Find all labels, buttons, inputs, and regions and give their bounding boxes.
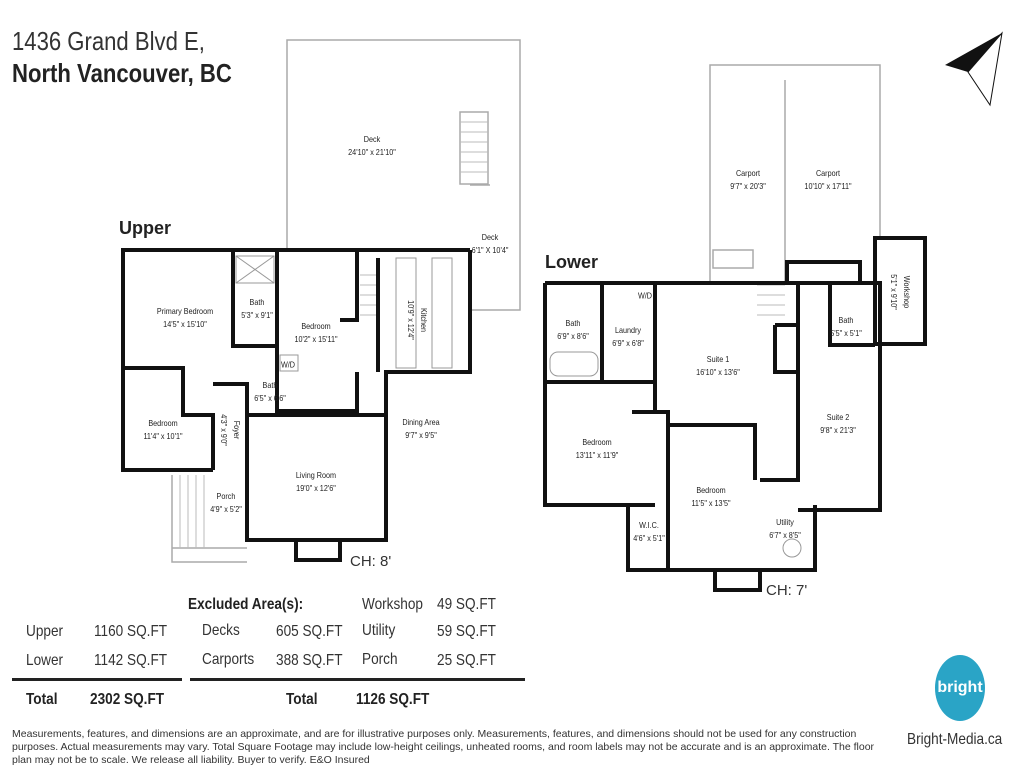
area-label: Utility bbox=[362, 622, 396, 639]
room-label: W/D bbox=[280, 359, 296, 370]
total-value: 1126 SQ.FT bbox=[356, 691, 430, 708]
upper-ceiling-height: CH: 8' bbox=[350, 553, 392, 570]
area-label: Carports bbox=[202, 651, 255, 668]
upper-floor-label: Upper bbox=[119, 218, 172, 238]
area-label: Lower bbox=[26, 652, 64, 669]
excluded-heading: Excluded Area(s): bbox=[188, 596, 304, 613]
area-value: 49 SQ.FT bbox=[437, 596, 496, 613]
divider bbox=[190, 678, 525, 681]
carport-outline bbox=[709, 64, 881, 283]
room-label: W/D bbox=[637, 290, 653, 301]
lower-ceiling-height: CH: 7' bbox=[766, 582, 808, 599]
upper-walls bbox=[121, 248, 472, 562]
compass-icon bbox=[945, 31, 1003, 107]
room-label: W.I.C.4'6" x 5'1" bbox=[633, 520, 665, 543]
total-label: Total bbox=[286, 691, 318, 708]
area-label: Porch bbox=[362, 651, 398, 668]
disclaimer: Measurements, features, and dimensions a… bbox=[12, 728, 875, 766]
area-label: Workshop bbox=[362, 596, 423, 613]
bright-logo: bright bbox=[935, 655, 985, 721]
area-value: 59 SQ.FT bbox=[437, 623, 496, 640]
address-line2: North Vancouver, BC bbox=[12, 58, 232, 88]
lower-floor-label: Lower bbox=[545, 252, 599, 272]
area-value: 25 SQ.FT bbox=[437, 652, 496, 669]
area-value: 605 SQ.FT bbox=[276, 623, 343, 640]
address-line1: 1436 Grand Blvd E, bbox=[12, 26, 205, 56]
area-label: Decks bbox=[202, 622, 240, 639]
area-label: Upper bbox=[26, 623, 64, 640]
total-value: 2302 SQ.FT bbox=[90, 691, 165, 708]
upper-fixtures bbox=[235, 255, 453, 372]
lower-walls bbox=[543, 236, 927, 592]
area-value: 1142 SQ.FT bbox=[94, 652, 168, 669]
total-label: Total bbox=[26, 691, 58, 708]
area-value: 1160 SQ.FT bbox=[94, 623, 168, 640]
upper-deck-outline bbox=[171, 39, 521, 563]
divider bbox=[12, 678, 182, 681]
area-value: 388 SQ.FT bbox=[276, 652, 343, 669]
website: Bright-Media.ca bbox=[907, 731, 1003, 748]
lower-fixtures bbox=[549, 351, 802, 558]
